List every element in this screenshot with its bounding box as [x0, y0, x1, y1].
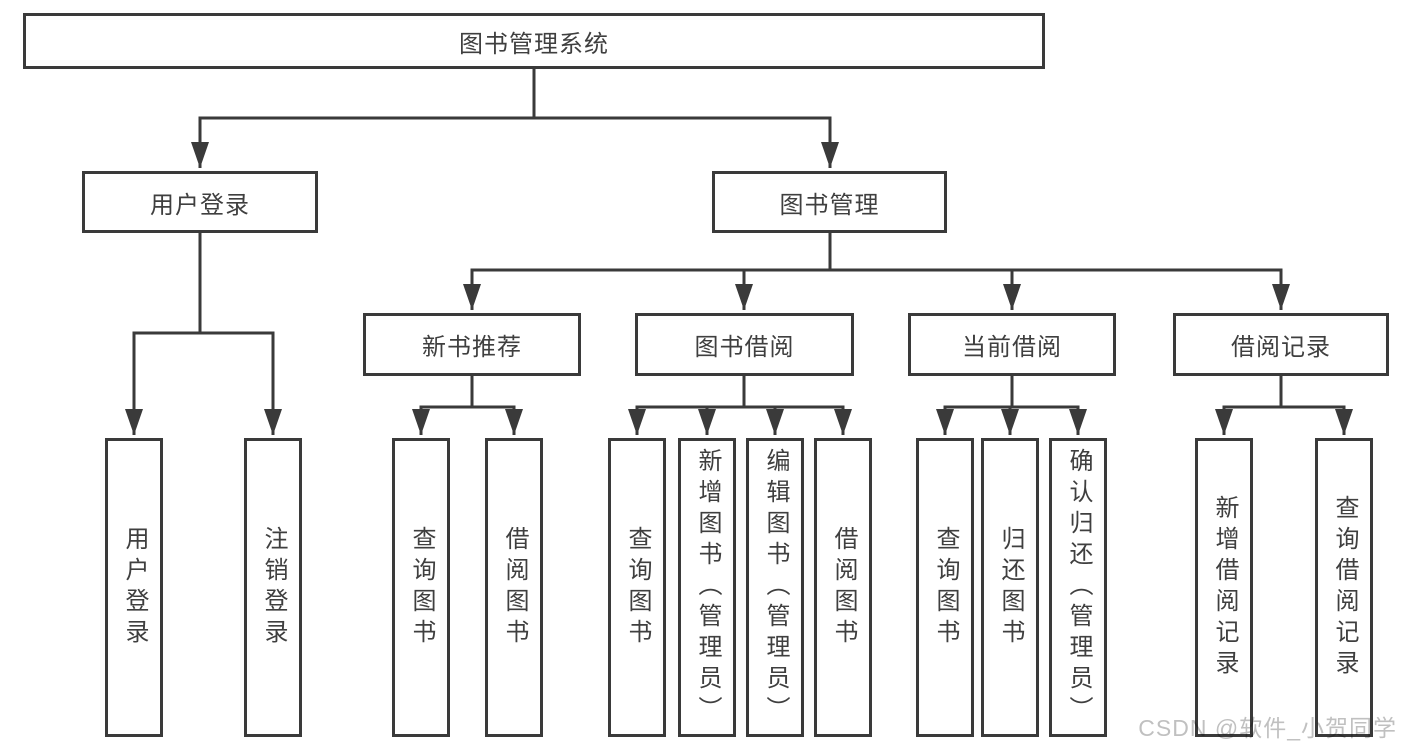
leaf-edit-books-admin: 编辑图书（管理员）	[746, 438, 804, 737]
leaf-confirm-return-admin: 确认归还（管理员）	[1049, 438, 1107, 737]
leaf-query-borrow-record: 查询借阅记录	[1315, 438, 1373, 737]
leaf-query-books-current: 查询图书	[916, 438, 974, 737]
node-book-borrowing: 图书借阅	[635, 313, 854, 376]
leaf-add-borrow-record: 新增借阅记录	[1195, 438, 1253, 737]
leaf-borrow-books-borrowing: 借阅图书	[814, 438, 872, 737]
csdn-watermark: CSDN @软件_小贺同学	[1138, 715, 1397, 741]
leaf-user-login: 用户登录	[105, 438, 163, 737]
node-book-management: 图书管理	[712, 171, 947, 233]
node-borrowing-records: 借阅记录	[1173, 313, 1389, 376]
leaf-add-books-admin: 新增图书（管理员）	[678, 438, 736, 737]
leaf-borrow-books-recommend: 借阅图书	[485, 438, 543, 737]
node-user-login: 用户登录	[82, 171, 318, 233]
node-library-management-system: 图书管理系统	[23, 13, 1045, 69]
leaf-query-books-recommend: 查询图书	[392, 438, 450, 737]
leaf-logout: 注销登录	[244, 438, 302, 737]
node-new-book-recommendation: 新书推荐	[363, 313, 581, 376]
node-current-borrowing: 当前借阅	[908, 313, 1116, 376]
leaf-query-books-borrowing: 查询图书	[608, 438, 666, 737]
leaf-return-books: 归还图书	[981, 438, 1039, 737]
